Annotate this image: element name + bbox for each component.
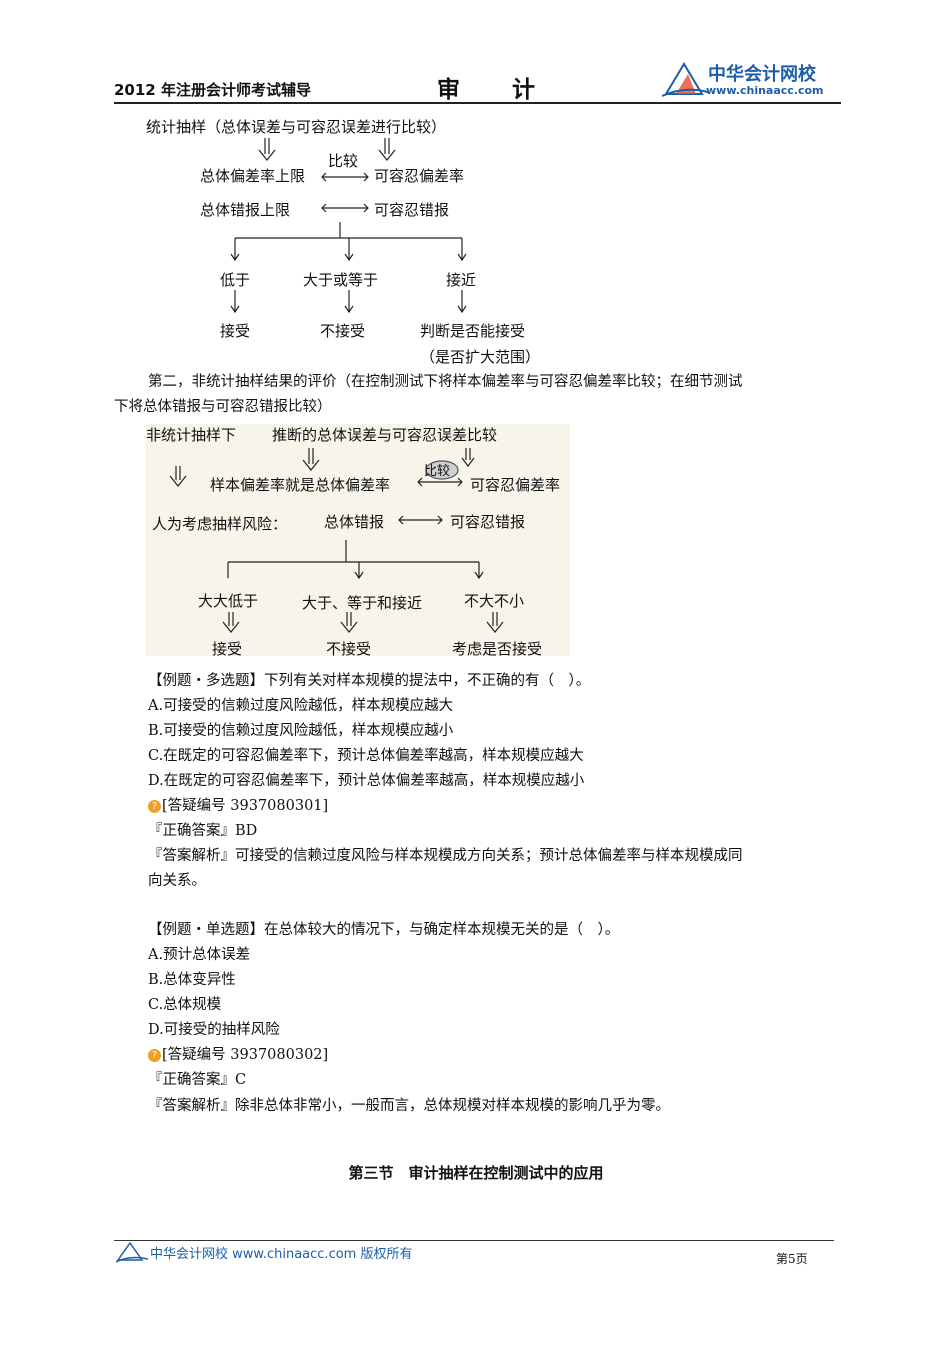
diagram2-background (146, 424, 570, 656)
q2-title: 【例题・单选题】在总体较大的情况下，与确定样本规模无关的是（ ）。 (148, 922, 620, 938)
q1-analysis-cont: 向关系。 (148, 873, 206, 889)
diagram2-top: 推断的总体误差与可容忍误差比较 (272, 426, 498, 444)
q2-option: D.可接受的抽样风险 (148, 1022, 280, 1038)
diagram1-row1-right: 可容忍偏差率 (374, 167, 465, 185)
diagram2-lines (169, 448, 504, 633)
diagram2-compare-label: 比较 (424, 464, 451, 479)
diagram1-branch: 大于或等于 (303, 271, 379, 289)
q1-answer: 『正确答案』BD (148, 823, 258, 839)
diagram1-lines (230, 138, 467, 314)
diagram2-result: 不接受 (326, 640, 372, 658)
q2-option: C.总体规模 (148, 997, 222, 1013)
diagram1-row2-left: 总体错报上限 (200, 201, 291, 219)
q1-analysis: 『答案解析』可接受的信赖过度风险与样本规模成方向关系；预计总体偏差率与样本规模成… (148, 848, 743, 864)
question-icon[interactable]: ? (148, 800, 161, 813)
diagram2-result: 接受 (212, 640, 243, 658)
diagram1-row2-right: 可容忍错报 (374, 201, 450, 219)
q1-option: D.在既定的可容忍偏差率下，预计总体偏差率越高，样本规模应越小 (148, 773, 585, 789)
diagram2-branch: 大于、等于和接近 (302, 594, 423, 612)
page-number: 第5页 (776, 1252, 808, 1266)
footer-logo-icon (116, 1241, 148, 1263)
q1-option: A.可接受的信赖过度风险越低，样本规模应越大 (148, 698, 454, 714)
footer-text: 中华会计网校 www.chinaacc.com 版权所有 (150, 1247, 413, 1262)
q2-answer: 『正确答案』C (148, 1072, 247, 1088)
footer-divider (114, 1240, 834, 1241)
q1-option: B.可接受的信赖过度风险越低，样本规模应越小 (148, 723, 454, 739)
diagram1-branch: 低于 (220, 271, 251, 289)
q1-qid[interactable]: [答疑编号 3937080301] (162, 798, 329, 814)
diagram1-top: 统计抽样（总体误差与可容忍误差进行比较） (146, 118, 447, 136)
logo-name: 中华会计网校 (708, 64, 816, 85)
q2-analysis: 『答案解析』除非总体非常小，一般而言，总体规模对样本规模的影响几乎为零。 (148, 1098, 670, 1114)
para2-line1: 第二，非统计抽样结果的评价（在控制测试下将样本偏差率与可容忍偏差率比较；在细节测… (148, 374, 743, 390)
question-icon[interactable]: ? (148, 1049, 161, 1062)
diagram1-compare-label: 比较 (328, 152, 359, 170)
section-title: 第三节 审计抽样在控制测试中的应用 (348, 1164, 604, 1182)
diagram1-row1-left: 总体偏差率上限 (200, 167, 306, 185)
header-center-title: 审计 (437, 77, 587, 103)
q1-option: C.在既定的可容忍偏差率下，预计总体偏差率越高，样本规模应越大 (148, 748, 584, 764)
diagram1-note: （是否扩大范围） (420, 348, 541, 366)
header-left-title: 2012 年注册会计师考试辅导 (114, 81, 311, 99)
para2-line2: 下将总体错报与可容忍错报比较） (114, 399, 332, 415)
triangle-logo-icon (662, 62, 708, 97)
diagram2-row2-left: 总体错报 (324, 513, 385, 531)
diagram1-result: 接受 (220, 322, 251, 340)
diagram2-row2-prefix: 人为考虑抽样风险： (152, 515, 288, 533)
q2-option: B.总体变异性 (148, 972, 236, 988)
diagram2-left-top: 非统计抽样下 (146, 426, 237, 444)
diagram2-branch: 大大低于 (198, 592, 259, 610)
diagram1-result: 判断是否能接受 (420, 322, 526, 340)
diagram1-branch: 接近 (446, 271, 477, 289)
diagram2-row2-right: 可容忍错报 (450, 513, 526, 531)
q1-title: 【例题・多选题】下列有关对样本规模的提法中，不正确的有（ ）。 (148, 673, 591, 689)
q2-option: A.预计总体误差 (148, 947, 251, 963)
q2-qid-row: ?[答疑编号 3937080302] (148, 1043, 328, 1064)
diagram2-row1-right: 可容忍偏差率 (470, 476, 561, 494)
diagram2-branch: 不大不小 (464, 592, 525, 610)
diagram1-result: 不接受 (320, 322, 366, 340)
q1-qid-row: ?[答疑编号 3937080301] (148, 794, 328, 815)
logo-url: www.chinaacc.com (706, 84, 824, 97)
diagram2-row1-left: 样本偏差率就是总体偏差率 (210, 476, 391, 494)
header-divider (114, 102, 841, 104)
q2-qid[interactable]: [答疑编号 3937080302] (162, 1047, 329, 1063)
diagram2-result: 考虑是否接受 (452, 640, 543, 658)
